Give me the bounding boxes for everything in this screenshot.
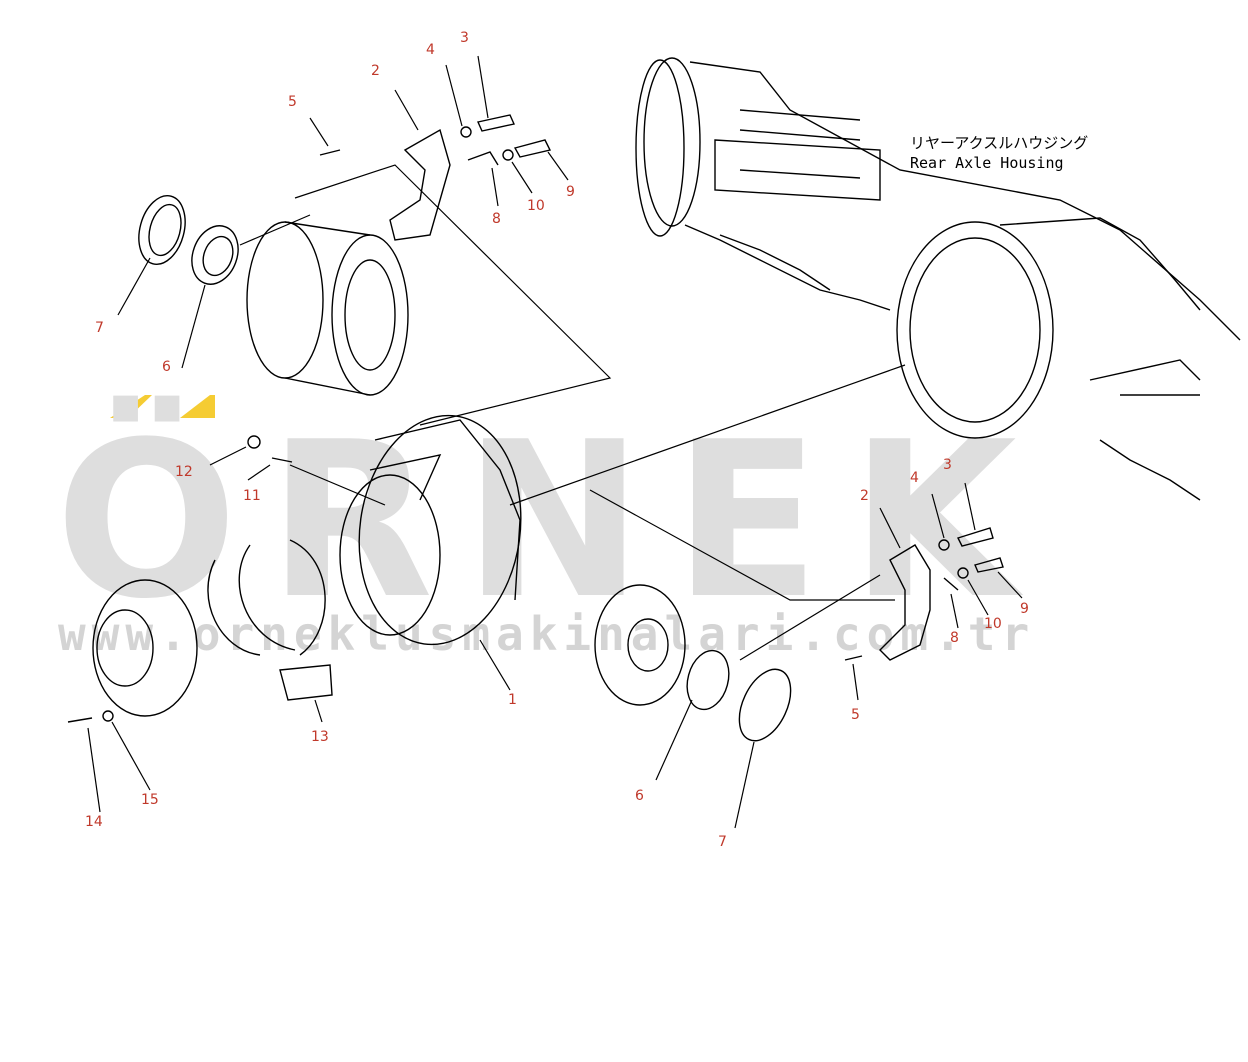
- callout-2-upper: 2: [371, 63, 380, 79]
- bolt-3-right: [957, 527, 994, 547]
- bolt-14: [67, 717, 93, 723]
- rear-axle-housing: [635, 57, 1241, 501]
- watermark-url: www.orneklusmakinalari.com.tr: [58, 607, 1035, 661]
- assembly-guide-lines: [239, 164, 906, 661]
- leader-lines: [87, 55, 1023, 829]
- caption-japanese: リヤーアクスルハウジング: [910, 134, 1088, 152]
- clip-8-upper: [467, 151, 499, 166]
- bolt-9-upper: [513, 139, 552, 158]
- bolt-3-upper: [477, 114, 515, 132]
- callout-10-right: 10: [984, 616, 1002, 632]
- callout-7-right: 7: [718, 834, 727, 850]
- callout-9-upper: 9: [566, 184, 575, 200]
- callout-4-right: 4: [910, 470, 919, 486]
- callout-7-upper: 7: [95, 320, 104, 336]
- washer-10-upper: [502, 149, 514, 161]
- callout-12: 12: [175, 464, 193, 480]
- watermark-accent-left: [110, 395, 152, 418]
- pin-5-upper: [319, 149, 341, 156]
- bearing-6-upper: [191, 225, 239, 285]
- wheel-hub-upper: [246, 221, 409, 396]
- wheel-hub-flange-14: [92, 579, 198, 717]
- washer-15: [102, 710, 114, 722]
- hub-disc-right: [594, 584, 686, 706]
- callout-8-upper: 8: [492, 211, 501, 227]
- brake-caliper-bracket-2-right: [879, 544, 931, 661]
- stud-11: [271, 457, 293, 463]
- watermark-brand: ÖRNEK: [55, 395, 1047, 646]
- nut-12: [247, 435, 261, 449]
- watermark: ÖRNEK www.orneklusmakinalari.com.tr: [55, 395, 1047, 661]
- brake-housing-1: [339, 414, 522, 646]
- callout-13: 13: [311, 729, 329, 745]
- callout-15: 15: [141, 792, 159, 808]
- seal-ring-7-right: [738, 668, 792, 742]
- watermark-accent-right: [180, 395, 215, 418]
- callout-10-upper: 10: [527, 198, 545, 214]
- callout-labels: 1 2 3 4 5 6 7 8 9 10 11 12 13 14 15 2 3 …: [85, 30, 1029, 850]
- washer-4-right: [938, 539, 950, 551]
- pin-5-right: [844, 655, 863, 661]
- washer-10-right: [957, 567, 969, 579]
- callout-3-upper: 3: [460, 30, 469, 46]
- seal-ring-7-upper: [138, 195, 186, 265]
- caption-english: Rear Axle Housing: [910, 154, 1064, 172]
- clip-8-right: [943, 577, 959, 591]
- callout-2-right: 2: [860, 488, 869, 504]
- callout-9-right: 9: [1020, 601, 1029, 617]
- callout-3-right: 3: [943, 457, 952, 473]
- shim-13: [207, 539, 333, 701]
- callout-5-upper: 5: [288, 94, 297, 110]
- bolt-9-right: [974, 557, 1004, 573]
- callout-5-right: 5: [851, 707, 860, 723]
- callout-1: 1: [508, 692, 517, 708]
- callout-6-right: 6: [635, 788, 644, 804]
- callout-4-upper: 4: [426, 42, 435, 58]
- washer-4-upper: [460, 126, 472, 138]
- brake-caliper-bracket-2-upper: [389, 128, 451, 241]
- bearing-6-right: [686, 649, 730, 711]
- callout-14: 14: [85, 814, 103, 830]
- callout-6-upper: 6: [162, 359, 171, 375]
- callout-8-right: 8: [950, 630, 959, 646]
- callout-11: 11: [243, 488, 261, 504]
